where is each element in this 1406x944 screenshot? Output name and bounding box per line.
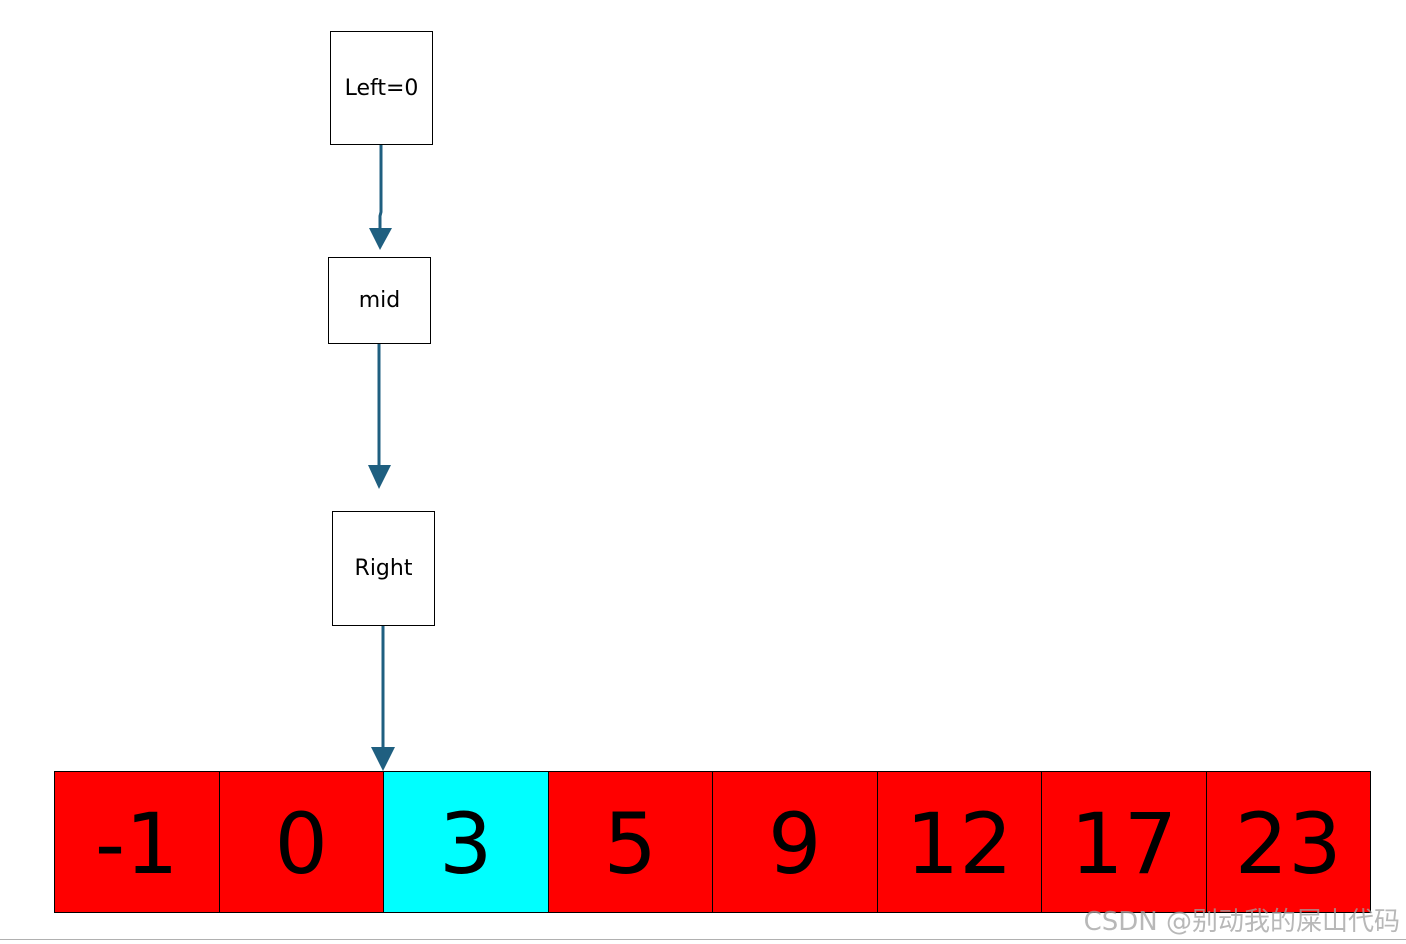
arrow-right-to-array [371,626,395,771]
array-cell-value: 9 [768,795,822,893]
array-cell-value: -1 [94,795,179,893]
array-cell-highlighted: 3 [384,772,549,912]
array-cell-value: 12 [905,795,1013,893]
arrow-left-to-mid [369,145,392,250]
array-cell-value: 23 [1234,795,1342,893]
array-cell-value: 0 [274,795,328,893]
sorted-array: -1 0 3 5 9 12 17 23 [54,771,1371,913]
mid-pointer-label: mid [358,288,401,313]
right-pointer-box: Right [332,511,435,626]
array-cell-value: 5 [603,795,657,893]
left-pointer-box: Left=0 [330,31,433,145]
right-pointer-label: Right [354,556,413,581]
array-cell: 23 [1206,772,1370,912]
bottom-divider [0,939,1406,940]
left-pointer-label: Left=0 [344,75,419,101]
mid-pointer-box: mid [328,257,431,344]
watermark: CSDN @别动我的屎山代码 [1083,907,1400,937]
array-cell: 9 [713,772,878,912]
array-cell-value: 17 [1070,795,1178,893]
array-cell-value: 3 [439,795,493,893]
array-cell: 0 [219,772,384,912]
array-cell: 12 [877,772,1042,912]
array-cell: 17 [1042,772,1207,912]
array-cell: 5 [548,772,713,912]
array-cell: -1 [55,772,220,912]
arrow-mid-to-right [368,344,391,489]
